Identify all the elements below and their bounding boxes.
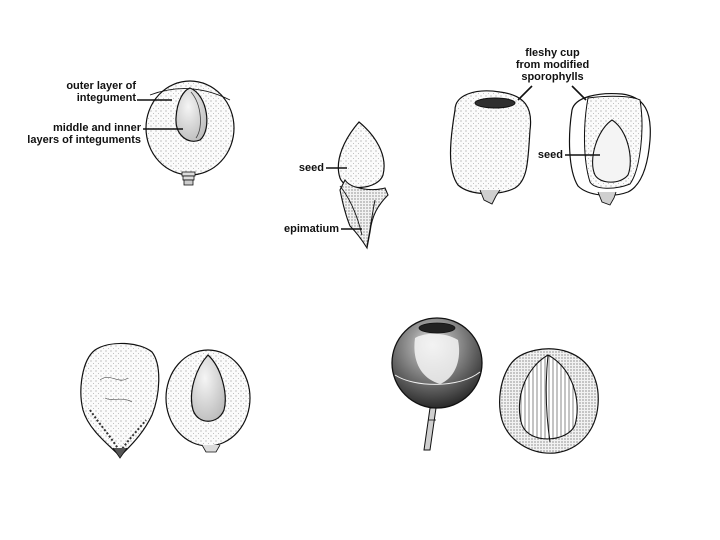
leader-fleshy-cup-b [571,85,587,101]
label-seed-right: seed [537,149,563,161]
seed-whole-bottom-left [80,342,160,459]
berry-section [499,348,599,454]
seed-with-epimatium [337,121,389,250]
leader-fleshy-cup-a [517,85,533,101]
leader-lines [137,85,600,230]
fleshy-cup-whole [449,90,532,205]
fleshy-cup-section [568,92,651,206]
seed-section-top-left [145,80,235,186]
label-seed-mid: seed [298,162,324,174]
seed-section-bottom-left [165,349,251,453]
berry-on-stalk [391,317,483,451]
label-epimatium: epimatium [283,223,339,235]
